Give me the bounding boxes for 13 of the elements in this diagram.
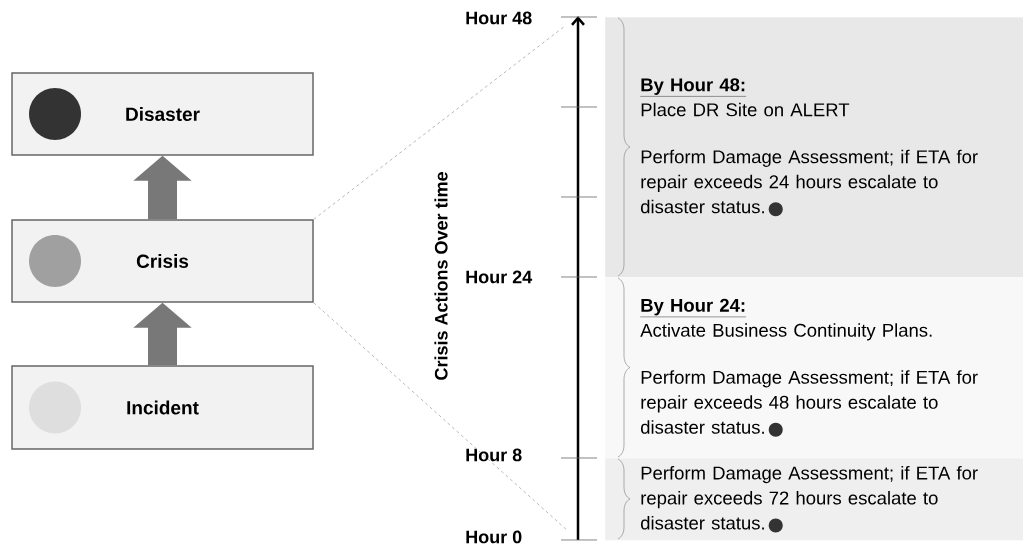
time-label: Hour 48 (466, 11, 532, 25)
level-box: Incident (11, 365, 314, 450)
level-box: Crisis (11, 219, 314, 303)
time-band: Perform Damage Assessment; if ETA for repair exceeds 72 hours escalate to disaster status. (605, 458, 1023, 541)
zoom-line (313, 25, 566, 220)
axis-title: Crisis Actions Over time (434, 172, 448, 380)
time-label: Hour 8 (466, 448, 522, 462)
time-label: Hour 24 (466, 270, 533, 284)
time-band: By Hour 48: Place DR Site on ALERT Perform Damage Assessment; if ETA for repair exceeds 24 hours escalate to disaster status. (605, 17, 1023, 278)
time-band: By Hour 24: Activate Business Continuity Plans. Perform Damage Assessment; if ETA for repair exceeds 48 hours escalate to disaster status. (605, 277, 1023, 459)
level-box: Disaster (11, 72, 314, 156)
time-label: Hour 0 (466, 530, 522, 544)
zoom-line (313, 302, 569, 532)
